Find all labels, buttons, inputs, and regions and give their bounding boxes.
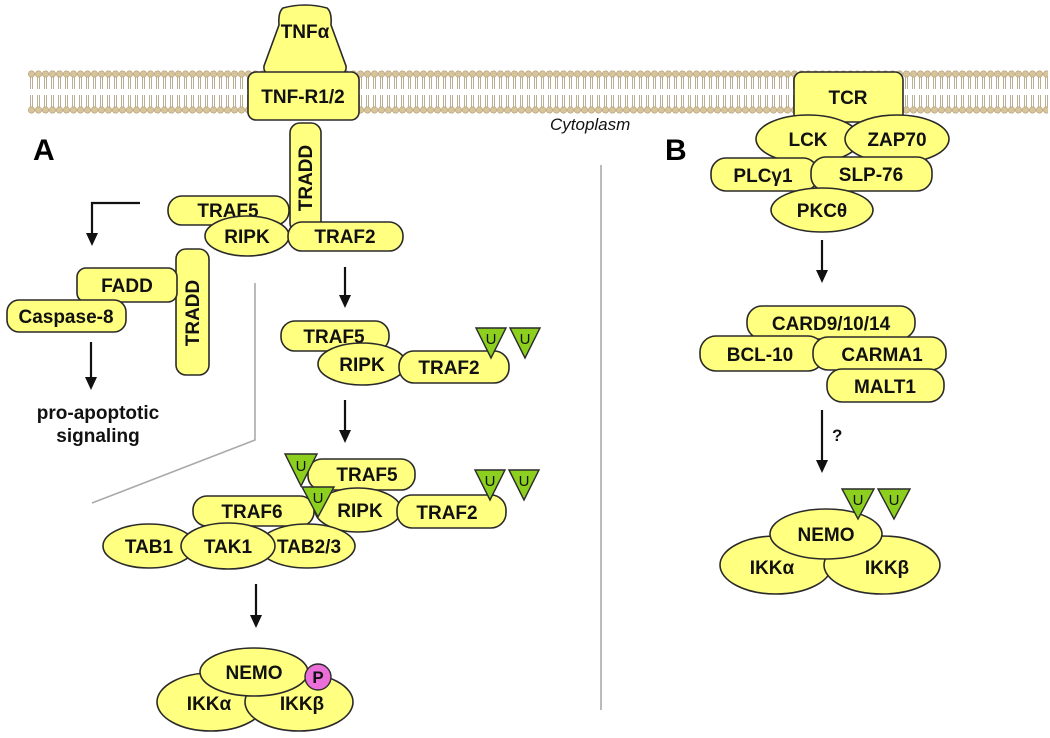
ikkb-label-b: IKKβ — [865, 558, 909, 579]
bcl10-label: BCL-10 — [727, 345, 794, 366]
ubiquitin-ripk: U — [300, 486, 336, 519]
nemo-label-b: NEMO — [798, 525, 855, 546]
ikk-complex-b: NEMO IKKα IKKβ — [719, 508, 941, 595]
tab23-label: TAB2/3 — [277, 537, 341, 558]
traf2-complex1: TRAF2 — [287, 221, 404, 252]
tab1: TAB1 — [102, 523, 196, 569]
traf5-label-3: TRAF5 — [336, 465, 398, 486]
lck-label: LCK — [788, 130, 827, 151]
traf5-complex2: TRAF5 — [280, 320, 390, 352]
pro-apoptotic-label: pro-apoptotic — [37, 403, 160, 424]
plcg1: PLCγ1 — [710, 157, 819, 192]
tnfa-label: TNFα — [281, 22, 330, 43]
ubiquitin-label: U — [313, 490, 324, 507]
ubiquitin-label: U — [519, 473, 530, 490]
panel-a-label: A — [33, 134, 55, 167]
tcr-label: TCR — [828, 88, 867, 109]
traf6-label: TRAF6 — [221, 502, 282, 523]
tradd-label-2: TRADD — [183, 280, 204, 347]
bcl-10: BCL-10 — [699, 335, 825, 372]
ubiquitin-label: U — [889, 492, 900, 509]
tradd-fadd: TRADD — [175, 248, 210, 376]
carma1-label: CARMA1 — [841, 345, 923, 366]
fadd-label: FADD — [101, 276, 153, 297]
tnf-receptor: TNF-R1/2 — [247, 71, 360, 121]
nemo-label: NEMO — [226, 663, 283, 684]
tnfr-label: TNF-R1/2 — [261, 87, 344, 108]
tab1-label: TAB1 — [125, 537, 174, 558]
phospho-label: P — [312, 668, 323, 687]
ikk-complex-a: NEMO IKKα IKKβ P — [156, 647, 354, 732]
signaling-label: signaling — [56, 426, 139, 447]
pkc-theta: PKCθ — [770, 187, 874, 233]
tak1: TAK1 — [180, 522, 276, 570]
ubiquitin-label: U — [485, 473, 496, 490]
caspase8-label: Caspase-8 — [18, 307, 113, 328]
ripk-label-2: RIPK — [339, 355, 385, 376]
traf2-label-3: TRAF2 — [416, 503, 477, 524]
tradd-receptor: TRADD — [289, 122, 322, 234]
tab2-3: TAB2/3 — [258, 523, 356, 569]
ubiquitin-label: U — [853, 492, 864, 509]
question-mark: ? — [832, 426, 842, 445]
panel-b-label: B — [665, 134, 687, 167]
card-label: CARD9/10/14 — [772, 314, 891, 335]
ikkb-label: IKKβ — [280, 694, 324, 715]
tcr: TCR — [793, 71, 904, 123]
ripk-label: RIPK — [224, 227, 270, 248]
ikka-label-b: IKKα — [750, 558, 795, 579]
ripk-label-3: RIPK — [337, 501, 383, 522]
ubiquitin-chain-nemo: U U — [840, 488, 912, 521]
traf5-label-2: TRAF5 — [303, 327, 365, 348]
ripk-complex2: RIPK — [317, 342, 407, 386]
card9-10-14: CARD9/10/14 — [746, 305, 916, 340]
fadd: FADD — [76, 267, 178, 303]
tnfa-ligand: TNFα — [263, 4, 347, 75]
ripk-complex1: RIPK — [204, 215, 290, 257]
ubiquitin-label: U — [520, 331, 531, 348]
traf5-complex3: TRAF5 — [307, 458, 416, 491]
slp-76: SLP-76 — [810, 156, 933, 192]
ubiquitin-chain-complex3: U U — [473, 469, 541, 502]
zap70-label: ZAP70 — [867, 130, 926, 151]
plcg1-label: PLCγ1 — [733, 166, 793, 187]
cytoplasm-label: Cytoplasm — [550, 115, 630, 134]
traf2-label: TRAF2 — [314, 227, 375, 248]
pkct-label: PKCθ — [797, 201, 847, 222]
ubiquitin-chain-complex2: U U — [474, 327, 542, 360]
traf2-complex3: TRAF2 — [396, 494, 507, 529]
carma1: CARMA1 — [812, 336, 947, 371]
zap70: ZAP70 — [844, 114, 950, 164]
tak1-label: TAK1 — [204, 537, 253, 558]
malt1: MALT1 — [826, 368, 945, 403]
traf2-complex2: TRAF2 — [398, 350, 510, 384]
tradd-label: TRADD — [296, 145, 317, 212]
arrow-to-fadd — [90, 201, 140, 235]
malt1-label: MALT1 — [854, 377, 916, 398]
ubiquitin-label: U — [486, 331, 497, 348]
ubiquitin-label: U — [296, 458, 307, 475]
traf6: TRAF6 — [192, 495, 315, 527]
ikka-label: IKKα — [187, 694, 232, 715]
slp76-label: SLP-76 — [839, 165, 903, 186]
traf2-label-2: TRAF2 — [418, 358, 479, 379]
caspase-8: Caspase-8 — [6, 299, 127, 333]
panel-a-divider — [91, 283, 256, 504]
ubiquitin-traf5: U — [283, 453, 319, 488]
